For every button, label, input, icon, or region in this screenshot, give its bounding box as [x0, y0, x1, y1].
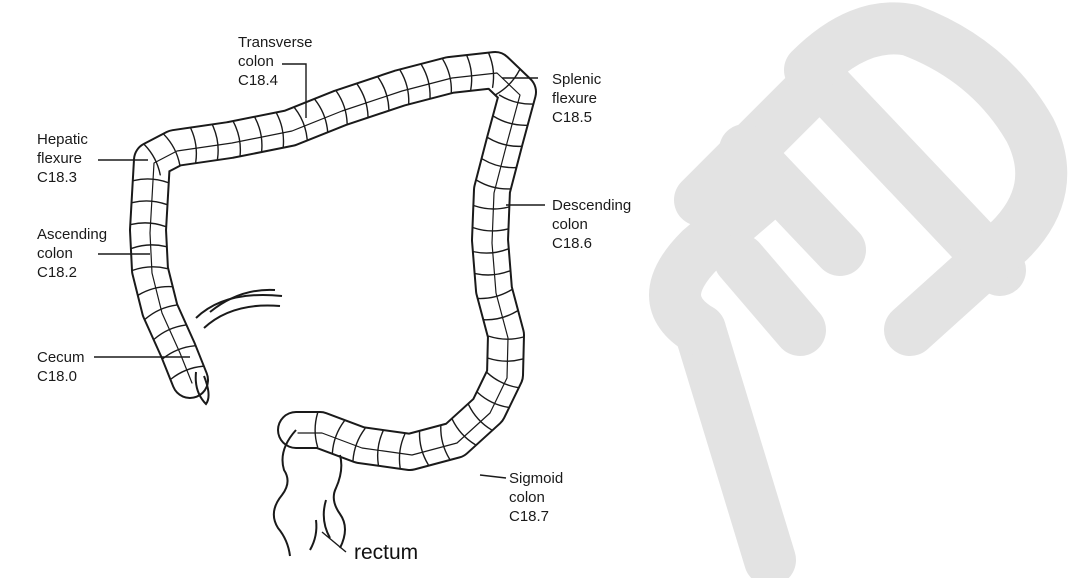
- label-line: colon: [509, 488, 563, 507]
- label-hepatic-flexure: Hepatic flexure C18.3: [37, 130, 88, 187]
- label-code: C18.7: [509, 507, 563, 526]
- label-code: C18.5: [552, 108, 601, 127]
- label-splenic-flexure: Splenic flexure C18.5: [552, 70, 601, 127]
- label-code: C18.3: [37, 168, 88, 187]
- label-line: colon: [238, 52, 312, 71]
- label-line: flexure: [37, 149, 88, 168]
- label-descending-colon: Descending colon C18.6: [552, 196, 631, 253]
- label-line: colon: [552, 215, 631, 234]
- label-code: C18.6: [552, 234, 631, 253]
- label-line: flexure: [552, 89, 601, 108]
- label-code: C18.0: [37, 367, 85, 386]
- leader-sigmoid: [480, 475, 506, 478]
- label-code: C18.4: [238, 71, 312, 90]
- watermark-red: [675, 28, 1041, 560]
- appendix: [196, 290, 282, 404]
- label-code: C18.2: [37, 263, 107, 282]
- label-cecum: Cecum C18.0: [37, 348, 85, 386]
- label-sigmoid-colon: Sigmoid colon C18.7: [509, 469, 563, 526]
- label-line: Descending: [552, 196, 631, 215]
- label-line: Transverse: [238, 33, 312, 52]
- label-rectum: rectum: [354, 541, 418, 565]
- colon-fill: [148, 70, 518, 452]
- label-line: Cecum: [37, 348, 85, 367]
- label-line: Hepatic: [37, 130, 88, 149]
- label-line: colon: [37, 244, 107, 263]
- label-line: Sigmoid: [509, 469, 563, 488]
- label-line: Splenic: [552, 70, 601, 89]
- label-ascending-colon: Ascending colon C18.2: [37, 225, 107, 282]
- label-line: Ascending: [37, 225, 107, 244]
- colon-drawing: [131, 54, 532, 468]
- label-transverse-colon: Transverse colon C18.4: [238, 33, 312, 90]
